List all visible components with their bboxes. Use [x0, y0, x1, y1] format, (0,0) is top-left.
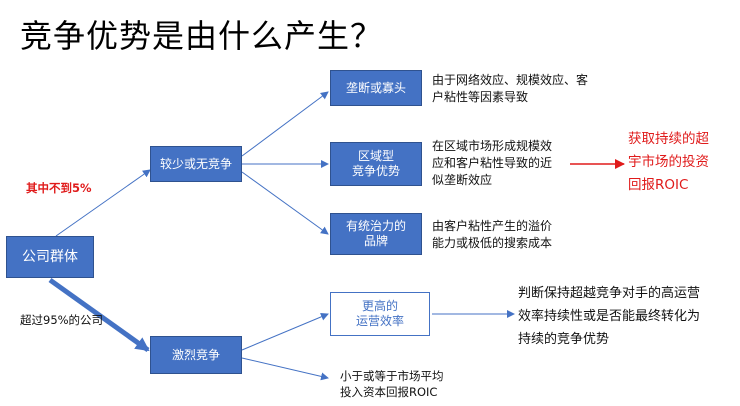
desc-fierce-result: 小于或等于市场平均 投入资本回报ROIC — [340, 369, 444, 399]
node-company-group: 公司群体 — [6, 236, 94, 278]
desc-regional: 在区域市场形成规模效 应和客户粘性导致的近 似垄断效应 — [432, 139, 553, 187]
node-regional-advantage: 区域型 竞争优势 — [330, 142, 422, 186]
arrow-group-to-less — [55, 169, 151, 237]
node-dominant-brand: 有统治力的 品牌 — [330, 213, 422, 255]
node-less-competition: 较少或无竞争 — [150, 146, 242, 182]
node-fierce-competition: 激烈竞争 — [150, 336, 242, 374]
arrow-less-to-monopoly — [241, 91, 329, 157]
arrow-fierce-to-result — [241, 357, 329, 381]
desc-brand: 由客户粘性产生的溢价 能力或极低的搜索成本 — [432, 219, 553, 250]
node-higher-efficiency: 更高的 运营效率 — [330, 292, 430, 336]
edge-label-less-share: 其中不到5% — [26, 181, 92, 195]
arrow-less-to-brand — [241, 171, 329, 235]
desc-efficiency-judgement: 判断保持超越竞争对手的高运营 效率持续性或是否能最终转化为 持续的竞争优势 — [518, 286, 701, 347]
page-title: 竞争优势是由什么产生？ — [20, 17, 384, 55]
edge-label-more-share: 超过95%的公司 — [20, 313, 104, 327]
node-monopoly: 垄断或寡头 — [330, 70, 422, 106]
arrow-group-to-fierce — [48, 277, 150, 353]
desc-monopoly: 由于网络效应、规模效应、客 户粘性等因素导致 — [432, 73, 589, 104]
outcome-sustained-roic: 获取持续的超 宇市场的投资 回报ROIC — [628, 131, 709, 193]
arrow-fierce-to-efficiency — [241, 313, 329, 351]
